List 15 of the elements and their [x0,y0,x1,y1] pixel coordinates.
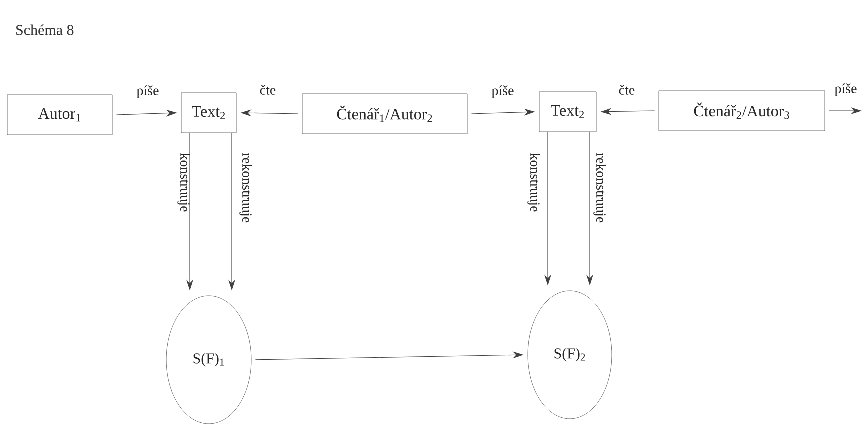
text-box: Autor$_{1}$ [7,94,113,136]
edge-label: rekonstruuje [594,153,606,223]
text-box: Čtenář$_{1}$/Autor$_{2}$ [302,94,468,134]
edge-label: čte [260,85,276,95]
text-box: Text$_{2}$ [181,92,237,134]
text-box: Text$_{2}$ [539,92,597,132]
text-box: Čtenář$_{2}$/Autor$_{3}$ [658,90,826,132]
title: Schéma 8 [16,24,74,36]
edge-label: píše [136,86,159,98]
edge-label: konstruuje [178,153,190,212]
edge-label: čte [619,85,635,95]
edge-label: píše [492,86,514,98]
edge-label: rekonstruuje [240,153,252,223]
edge-label: konstruuje [528,153,540,212]
edge-label: píše [834,84,857,96]
